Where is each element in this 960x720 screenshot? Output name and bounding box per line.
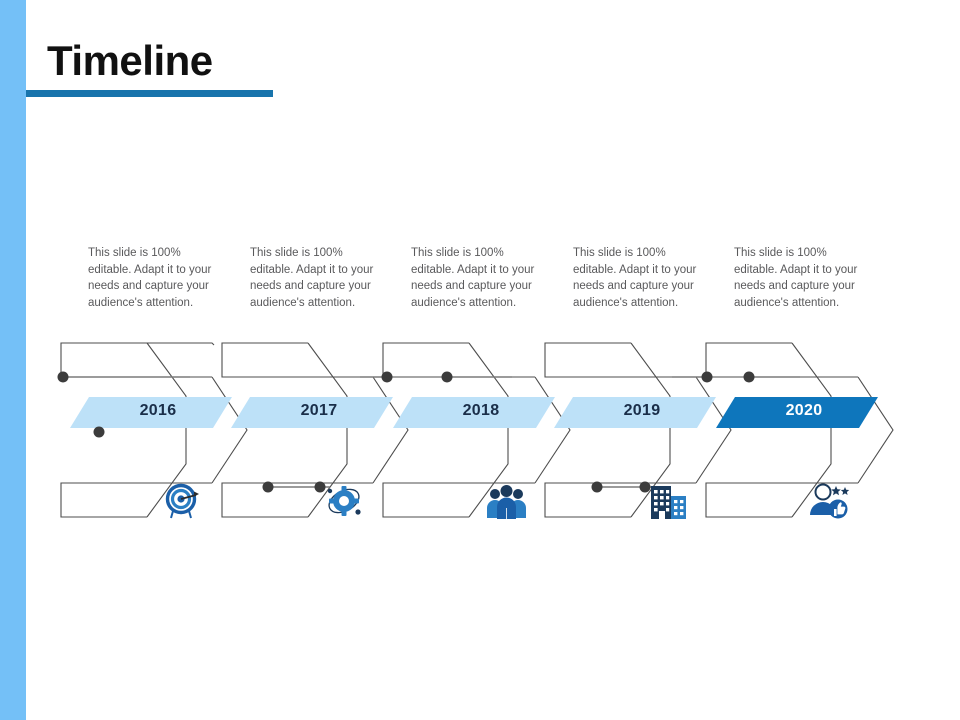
chevron-outline-2020 bbox=[705, 342, 894, 518]
left-accent-bar bbox=[0, 0, 26, 720]
year-label-2019[interactable]: 2019 bbox=[623, 402, 661, 419]
milestone-icon-2016[interactable] bbox=[163, 481, 205, 521]
connector-dot bbox=[441, 371, 453, 383]
connector-dot bbox=[57, 371, 69, 383]
customer-rating-icon bbox=[810, 483, 850, 519]
year-band-2018 bbox=[393, 397, 555, 428]
gear-settings-icon bbox=[327, 486, 361, 516]
chevron-outline-2017 bbox=[221, 342, 409, 518]
milestone-description-2016: This slide is 100% editable. Adapt it to… bbox=[88, 247, 212, 309]
chevron-outline-2016 bbox=[60, 342, 248, 518]
team-people-icon bbox=[487, 485, 526, 519]
milestone-description-2018: This slide is 100% editable. Adapt it to… bbox=[411, 247, 535, 309]
milestone-icon-2018[interactable] bbox=[486, 481, 528, 521]
milestone-icon-2019[interactable] bbox=[648, 481, 690, 521]
connector-dot bbox=[701, 371, 713, 383]
connector-dot bbox=[591, 481, 603, 493]
milestone-description-2020: This slide is 100% editable. Adapt it to… bbox=[734, 247, 858, 309]
title-underline bbox=[26, 90, 273, 97]
chevron-outline-2018 bbox=[382, 342, 571, 518]
connector-dot bbox=[93, 426, 105, 438]
milestone-icon-2020[interactable] bbox=[809, 481, 851, 521]
connector-dot bbox=[314, 481, 326, 493]
chevron-outline-2019 bbox=[544, 342, 732, 518]
year-label-2020[interactable]: 2020 bbox=[785, 402, 823, 419]
year-band-2016 bbox=[70, 397, 232, 428]
milestone-icon-2017[interactable] bbox=[325, 481, 367, 521]
connector-dot bbox=[639, 481, 651, 493]
milestone-description-2019: This slide is 100% editable. Adapt it to… bbox=[573, 247, 697, 309]
year-label-2016[interactable]: 2016 bbox=[139, 402, 177, 419]
office-building-icon bbox=[651, 486, 686, 519]
connector-dot bbox=[262, 481, 274, 493]
year-label-2018[interactable]: 2018 bbox=[462, 402, 500, 419]
year-band-2020 bbox=[716, 397, 878, 428]
year-band-2017 bbox=[231, 397, 393, 428]
connectors bbox=[66, 376, 800, 488]
connector-dot bbox=[381, 371, 393, 383]
milestone-description-2017: This slide is 100% editable. Adapt it to… bbox=[250, 247, 374, 309]
connector-dots bbox=[57, 371, 755, 493]
target-icon bbox=[165, 483, 199, 519]
year-label-2017[interactable]: 2017 bbox=[300, 402, 338, 419]
year-band-2019 bbox=[554, 397, 716, 428]
year-bands bbox=[70, 397, 878, 428]
page-title: Timeline bbox=[47, 37, 213, 84]
connector-dot bbox=[743, 371, 755, 383]
